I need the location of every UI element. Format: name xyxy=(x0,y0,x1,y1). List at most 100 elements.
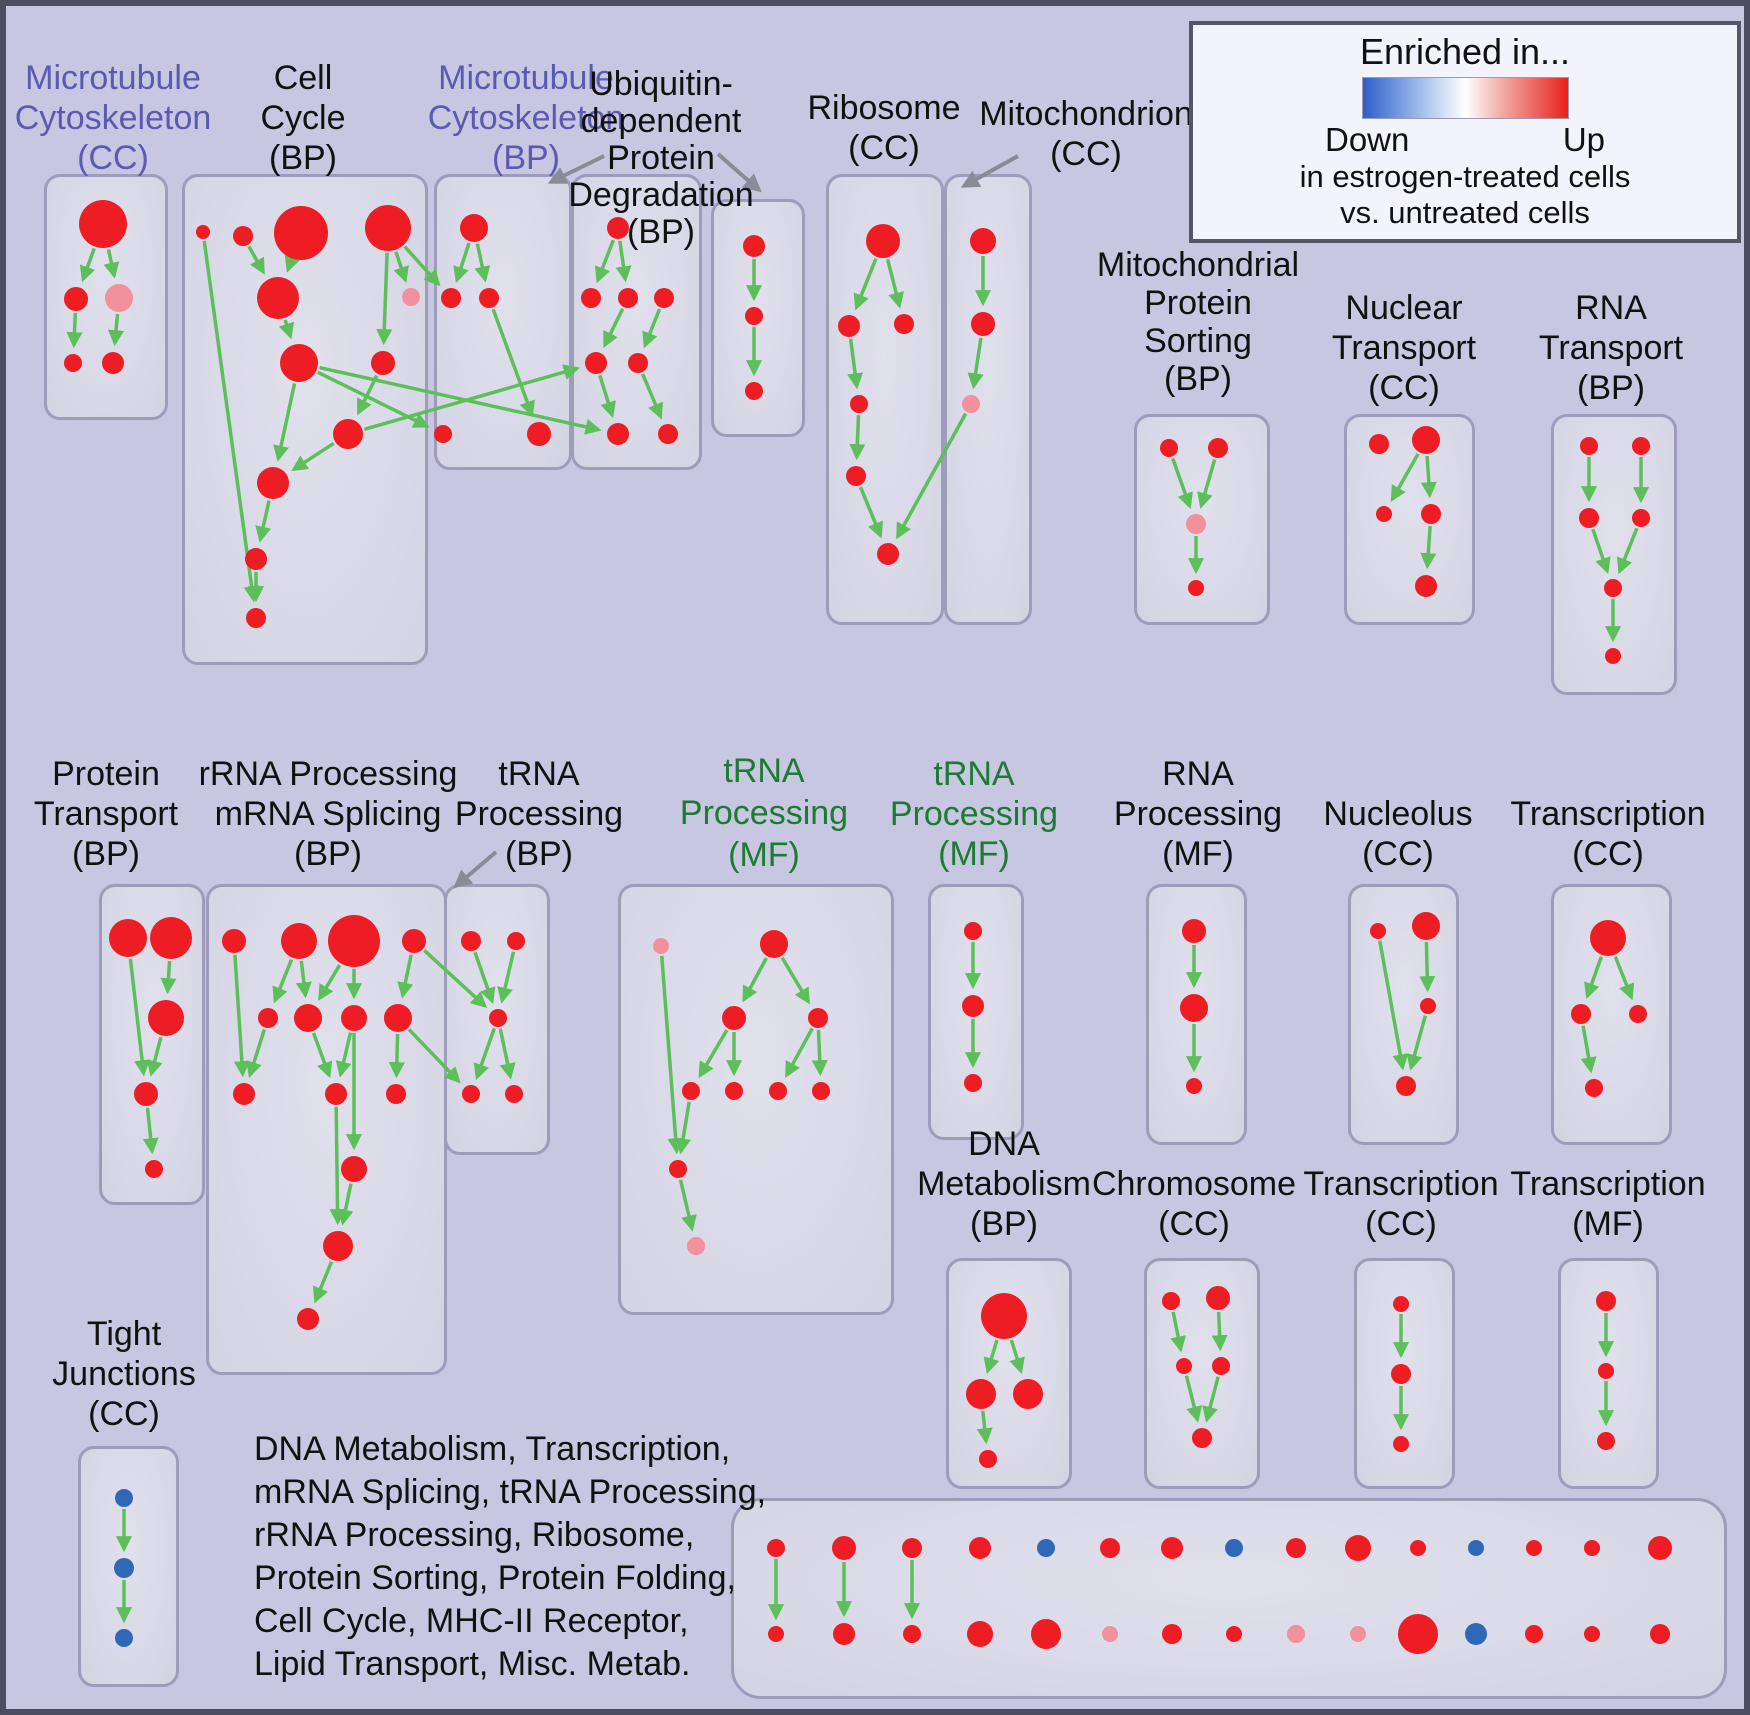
ubiquitin-protein-degradation-bp-2-node-0 xyxy=(743,235,765,257)
ubiquitin-protein-degradation-bp-node-7 xyxy=(658,424,678,444)
rrna-processing-mrna-splicing-bp-node-10 xyxy=(386,1084,406,1104)
transcription-mf-node-2 xyxy=(1597,1432,1615,1450)
microtubule-cytoskeleton-cc-node-1 xyxy=(64,287,88,311)
chromosome-cc-node-2 xyxy=(1176,1358,1192,1374)
trna-processing-bp-node-4 xyxy=(505,1085,523,1103)
mixed-functions-node-18 xyxy=(1345,1535,1371,1561)
cell-cycle-bp-node-2 xyxy=(274,206,328,260)
trna-processing-mf-1-node-4 xyxy=(682,1082,700,1100)
legend: Enriched in... Down Up in estrogen-treat… xyxy=(1189,21,1741,243)
microtubule-cytoskeleton-cc-node-2 xyxy=(105,284,133,312)
transcription-mf-node-1 xyxy=(1598,1363,1614,1379)
microtubule-cytoskeleton-cc-node-3 xyxy=(64,354,82,372)
mixed-functions-node-15 xyxy=(1226,1626,1242,1642)
cell-cycle-bp-node-8 xyxy=(333,419,363,449)
mixed-functions-node-10 xyxy=(1100,1538,1120,1558)
mitochondrion-cc-node-1 xyxy=(971,312,995,336)
rna-processing-mf-node-2 xyxy=(1186,1078,1202,1094)
rna-processing-mf-label: RNA Processing (MF) xyxy=(1113,755,1283,873)
mixed-functions-node-8 xyxy=(1037,1539,1055,1557)
transcription-cc-2-node-1 xyxy=(1391,1364,1411,1384)
legend-ends: Down Up xyxy=(1325,121,1605,159)
protein-transport-bp-node-3 xyxy=(134,1082,158,1106)
ribosome-cc-node-1 xyxy=(838,315,860,337)
mixed-functions-node-16 xyxy=(1286,1538,1306,1558)
rrna-processing-mrna-splicing-bp-node-3 xyxy=(402,929,426,953)
microtubule-cytoskeleton-bp-node-2 xyxy=(479,288,499,308)
mixed-functions-node-25 xyxy=(1525,1625,1543,1643)
tight-junctions-cc-box xyxy=(78,1446,179,1687)
mixed-functions-node-23 xyxy=(1465,1623,1487,1645)
legend-subtitle-line2: vs. untreated cells xyxy=(1340,195,1590,230)
mitochondrial-protein-sorting-bp-label: Mitochondrial Protein Sorting (BP) xyxy=(1096,246,1300,398)
rrna-processing-mrna-splicing-bp-node-7 xyxy=(384,1004,412,1032)
ubiquitin-protein-degradation-bp-node-0 xyxy=(607,217,629,239)
trna-processing-bp-node-2 xyxy=(489,1009,507,1027)
mixed-functions-node-22 xyxy=(1468,1540,1484,1556)
rna-processing-mf-node-1 xyxy=(1180,994,1208,1022)
nuclear-transport-cc-label: Nuclear Transport (CC) xyxy=(1331,289,1477,407)
mixed-functions-node-1 xyxy=(768,1626,784,1642)
cell-cycle-bp-node-3 xyxy=(365,205,411,251)
rrna-processing-mrna-splicing-bp-label: rRNA Processing mRNA Splicing (BP) xyxy=(198,755,458,873)
ribosome-cc-node-5 xyxy=(877,543,899,565)
microtubule-cytoskeleton-cc-label: Microtubule Cytoskeleton (CC) xyxy=(14,59,212,177)
trna-processing-mf-2-node-1 xyxy=(962,995,984,1017)
rrna-processing-mrna-splicing-bp-node-13 xyxy=(297,1308,319,1330)
cell-cycle-bp-node-5 xyxy=(402,288,420,306)
rrna-processing-mrna-splicing-bp-node-1 xyxy=(281,923,317,959)
microtubule-cytoskeleton-cc-node-0 xyxy=(79,200,127,248)
nuclear-transport-cc-node-2 xyxy=(1376,506,1392,522)
nucleolus-cc-node-0 xyxy=(1370,923,1386,939)
trna-processing-mf-1-node-7 xyxy=(812,1082,830,1100)
nucleolus-cc-node-1 xyxy=(1412,912,1440,940)
legend-title: Enriched in... xyxy=(1359,31,1571,72)
chromosome-cc-node-0 xyxy=(1162,1292,1180,1310)
microtubule-cytoskeleton-bp-label: Microtubule Cytoskeleton (BP) xyxy=(427,59,625,177)
trna-processing-mf-1-node-3 xyxy=(808,1008,828,1028)
legend-gradient-bar xyxy=(1361,77,1569,119)
mixed-functions-node-9 xyxy=(1031,1619,1061,1649)
rna-transport-bp-node-2 xyxy=(1579,508,1599,528)
transcription-cc-1-node-0 xyxy=(1590,920,1626,956)
rrna-processing-mrna-splicing-bp-node-11 xyxy=(341,1156,367,1182)
mixed-functions-node-26 xyxy=(1584,1540,1600,1556)
nuclear-transport-cc-node-1 xyxy=(1412,426,1440,454)
cell-cycle-bp-node-9 xyxy=(257,467,289,499)
trna-processing-mf-1-node-8 xyxy=(669,1160,687,1178)
protein-transport-bp-node-4 xyxy=(145,1160,163,1178)
chromosome-cc-node-4 xyxy=(1192,1428,1212,1448)
dna-metabolism-bp-label: DNA Metabolism (BP) xyxy=(917,1125,1091,1243)
rna-transport-bp-node-0 xyxy=(1580,437,1598,455)
transcription-cc-1-label: Transcription (CC) xyxy=(1510,795,1706,873)
ubiquitin-protein-degradation-bp-label: Ubiquitin- dependent Protein Degradation… xyxy=(568,65,754,251)
rrna-processing-mrna-splicing-bp-node-0 xyxy=(222,929,246,953)
mixed-functions-node-11 xyxy=(1102,1626,1118,1642)
cell-cycle-bp-node-11 xyxy=(246,608,266,628)
nuclear-transport-cc-box xyxy=(1344,414,1475,625)
ubiquitin-protein-degradation-bp-2-node-2 xyxy=(745,382,763,400)
mixed-functions-node-29 xyxy=(1650,1624,1670,1644)
trna-processing-mf-1-label: tRNA Processing (MF) xyxy=(679,752,849,874)
mixed-functions-node-5 xyxy=(903,1625,921,1643)
rna-transport-bp-label: RNA Transport (BP) xyxy=(1538,289,1684,407)
rrna-processing-mrna-splicing-bp-node-12 xyxy=(323,1231,353,1261)
transcription-mf-label: Transcription (MF) xyxy=(1510,1165,1706,1243)
rrna-processing-mrna-splicing-bp-node-2 xyxy=(328,915,380,967)
chromosome-cc-label: Chromosome (CC) xyxy=(1091,1165,1297,1243)
tight-junctions-cc-node-2 xyxy=(115,1629,133,1647)
dna-metabolism-bp-node-1 xyxy=(966,1379,996,1409)
mixed-functions-node-19 xyxy=(1350,1626,1366,1642)
rrna-processing-mrna-splicing-bp-node-4 xyxy=(258,1008,278,1028)
mitochondrion-cc-node-0 xyxy=(970,228,996,254)
transcription-cc-2-node-0 xyxy=(1393,1296,1409,1312)
trna-processing-mf-1-node-9 xyxy=(687,1237,705,1255)
ubiquitin-protein-degradation-bp-node-4 xyxy=(585,352,607,374)
ribosome-cc-node-0 xyxy=(866,224,900,258)
mixed-functions-node-7 xyxy=(967,1621,993,1647)
trna-processing-bp-node-0 xyxy=(461,931,481,951)
transcription-cc-1-node-3 xyxy=(1585,1079,1603,1097)
microtubule-cytoskeleton-bp-node-0 xyxy=(460,214,488,242)
transcription-cc-1-node-2 xyxy=(1629,1005,1647,1023)
